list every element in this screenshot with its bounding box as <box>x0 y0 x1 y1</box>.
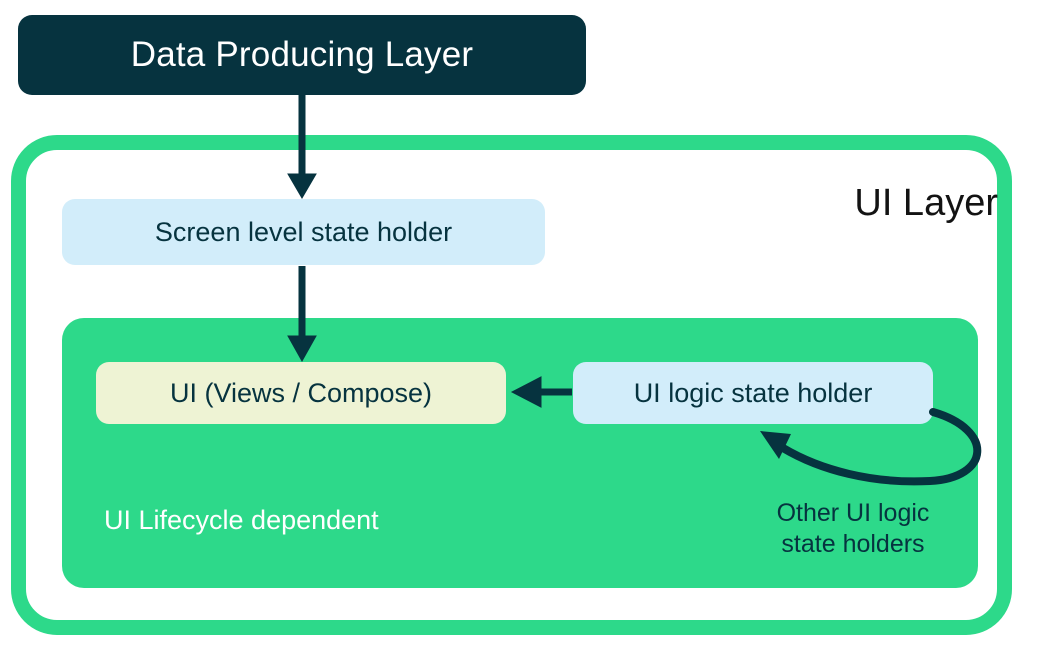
ui-logic-state-holder-label: UI logic state holder <box>633 377 873 408</box>
ui-views-compose-box: UI (Views / Compose) <box>96 362 506 424</box>
ui-views-compose-label: UI (Views / Compose) <box>169 377 433 408</box>
ui-lifecycle-dependent-label: UI Lifecycle dependent <box>104 505 379 535</box>
ui-logic-state-holder-box: UI logic state holder <box>573 362 933 424</box>
data-producing-layer-box: Data Producing Layer <box>18 15 586 95</box>
screen-level-state-holder-box: Screen level state holder <box>62 199 545 265</box>
screen-level-state-holder-label: Screen level state holder <box>154 216 453 247</box>
other-holders-line-1: Other UI logic <box>776 499 930 527</box>
data-producing-layer-label: Data Producing Layer <box>130 35 474 74</box>
other-holders-line-2: state holders <box>781 530 925 558</box>
ui-layer-title: UI Layer <box>854 182 998 224</box>
other-ui-logic-state-holders-label: Other UI logic state holders <box>748 498 958 560</box>
